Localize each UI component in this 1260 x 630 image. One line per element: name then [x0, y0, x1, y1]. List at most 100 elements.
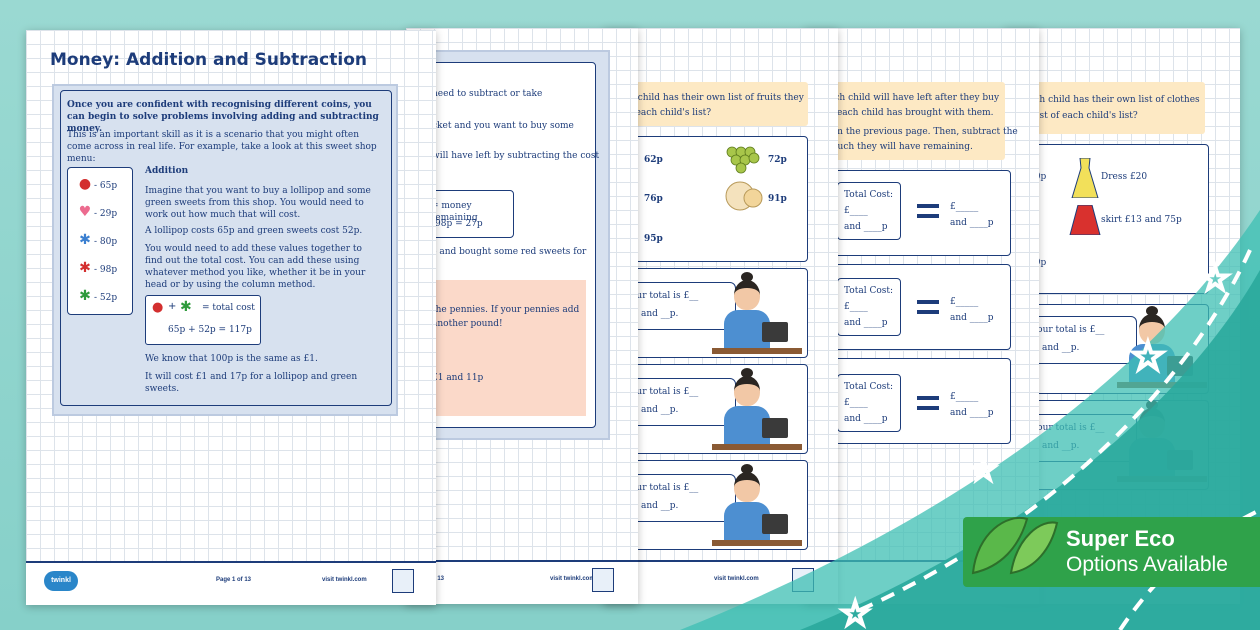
clothes-list-box [1005, 144, 1209, 294]
pound-blank: £____ [844, 206, 868, 216]
text-line: need to subtract or take [432, 89, 543, 99]
green-wrapped-sweet-icon: ✱ [180, 299, 192, 315]
text-line: cket and you want to buy some [432, 121, 574, 131]
header-line-1: ach child has their own list of clothes [1029, 95, 1200, 105]
total-cost-label: Total Cost: [844, 382, 894, 392]
addition-paragraph-2: A lollipop costs 65p and green sweets co… [145, 226, 363, 236]
menu-price: - 98p [94, 265, 118, 275]
page-footer: of 13 visit twinkl.com [406, 560, 638, 604]
conclusion-line: It will cost £1 and 17p for a lollipop a… [145, 372, 358, 394]
speech-line: our total is £__ [631, 483, 699, 493]
addition-calculation: ● + ✱ = total cost 65p + 52p = 117p [145, 295, 261, 345]
skirt-icon [1069, 204, 1101, 236]
plus-sign: + [168, 301, 177, 312]
header-line-4: much they will have remaining. [829, 142, 973, 152]
speech-line: and __p. [641, 405, 679, 415]
fact-line: We know that 100p is the same as £1. [145, 354, 318, 364]
instruction-panel [604, 82, 808, 126]
speech-bubble: our total is £__ and __p. [624, 474, 736, 522]
footer-page-number: Page 1 of 13 [216, 577, 252, 583]
intro-text: This is an important skill as it is a sc… [67, 130, 377, 164]
header-line-1: ach child will have left after they buy [829, 93, 1000, 103]
speech-line: our total is £__ [631, 291, 699, 301]
menu-item: ♥- 29p [76, 204, 117, 220]
worksheet-page-2: need to subtract or take cket and you wa… [406, 28, 638, 604]
fruit-list-box [604, 136, 808, 262]
calc-result-label: = total cost [202, 303, 255, 313]
equals-sign [917, 300, 939, 314]
sweet-shop-menu: ●- 65p ♥- 29p ✱- 80p ✱- 98p ✱- 52p [67, 167, 133, 315]
speech-bubble: our total is £__ and __p. [624, 378, 736, 426]
melon-icon [724, 180, 764, 212]
text-line: will have left by subtracting the cost [432, 151, 600, 161]
cashier-illustration [712, 272, 802, 356]
pound-blank: £____ [844, 398, 868, 408]
equals-sign [917, 204, 939, 218]
text-line: another pound! [432, 319, 503, 329]
quality-badge-icon [592, 568, 614, 592]
addition-paragraph-3: You would need to add these values toget… [145, 244, 366, 290]
blue-wrapped-sweet-icon: ✱ [79, 232, 91, 248]
cashier-illustration [712, 464, 802, 548]
speech-line: and __p. [641, 501, 679, 511]
fruit-price: 95p [644, 234, 663, 244]
speech-bubble: Your total is £__ and __p. [1025, 316, 1137, 364]
header-line-3: om the previous page. Then, subtract the [829, 127, 1018, 137]
footer-site: visit twinkl.com [550, 576, 595, 582]
svg-text:☆: ☆ [1200, 259, 1230, 299]
eco-badge[interactable]: Super Eco Options Available [963, 516, 1260, 587]
heart-sweet-icon: ♥ [78, 204, 92, 220]
header-line-2: cost of each child's list? [1029, 111, 1138, 121]
example-panel [406, 280, 586, 416]
worksheet-page-1: Money: Addition and Subtraction Once you… [26, 30, 436, 605]
green-wrapped-sweet-icon: ✱ [79, 288, 91, 304]
total-cost-box: Total Cost: £____ and ____p [837, 278, 901, 336]
worksheet-page-3: ch child has their own list of fruits th… [604, 28, 838, 604]
instruction-panel [805, 82, 1005, 160]
page-footer: twinkl Page 1 of 13 visit twinkl.com [26, 561, 436, 605]
svg-text:☆: ☆ [970, 453, 997, 488]
remaining-pence-blank: and ____p [950, 408, 994, 418]
pound-blank: £____ [844, 302, 868, 312]
red-wrapped-sweet-icon: ✱ [79, 260, 91, 276]
menu-item: ●- 65p [76, 176, 117, 192]
item-dress: Dress £20 [1101, 172, 1148, 182]
header-line-2: y each child has brought with them. [829, 108, 994, 118]
total-cost-label: Total Cost: [844, 286, 894, 296]
menu-price: - 52p [94, 293, 118, 303]
total-cost-box: Total Cost: £____ and ____p [837, 182, 901, 240]
text-line: the pennies. If your pennies add [432, 305, 580, 315]
calc-line: = money remaining [431, 201, 478, 223]
fruit-price: 62p [644, 155, 663, 165]
speech-line: and __p. [1042, 343, 1080, 353]
total-cost-label: Total Cost: [844, 190, 894, 200]
remaining-pence-blank: and ____p [950, 313, 994, 323]
page-title: Money: Addition and Subtraction [50, 50, 367, 70]
lollipop-icon: ● [78, 176, 92, 192]
calc-equation: 65p + 52p = 117p [168, 325, 252, 335]
dress-icon [1071, 157, 1099, 199]
eco-subtitle: Options Available [1066, 553, 1228, 576]
header-line-2: of each child's list? [624, 108, 712, 118]
speech-line: and __p. [641, 309, 679, 319]
menu-item: ✱- 80p [76, 232, 117, 248]
calc-line: 98p = 27p [435, 219, 483, 229]
explanation-box: Once you are confident with recognising … [60, 90, 392, 406]
eco-title: Super Eco [1066, 526, 1175, 551]
header-line-1: ch child has their own list of fruits th… [624, 93, 804, 103]
text-line: – and bought some red sweets for [432, 247, 587, 257]
pence-blank: and ____p [844, 414, 888, 424]
addition-paragraph-1: Imagine that you want to buy a lollipop … [145, 186, 371, 220]
remaining-pound-blank: £_____ [950, 202, 979, 212]
leaf-icon [967, 503, 1059, 581]
menu-item: ✱- 52p [76, 288, 117, 304]
cashier-illustration [712, 368, 802, 452]
fruit-price: 72p [768, 155, 787, 165]
remaining-pound-blank: £_____ [950, 392, 979, 402]
text-line: £1 and 11p [432, 373, 484, 383]
quality-badge-icon [392, 569, 414, 593]
lollipop-icon: ● [152, 300, 164, 315]
twinkl-logo: twinkl [44, 571, 78, 591]
addition-heading: Addition [145, 166, 189, 176]
speech-line: Your total is £__ [1032, 325, 1105, 335]
